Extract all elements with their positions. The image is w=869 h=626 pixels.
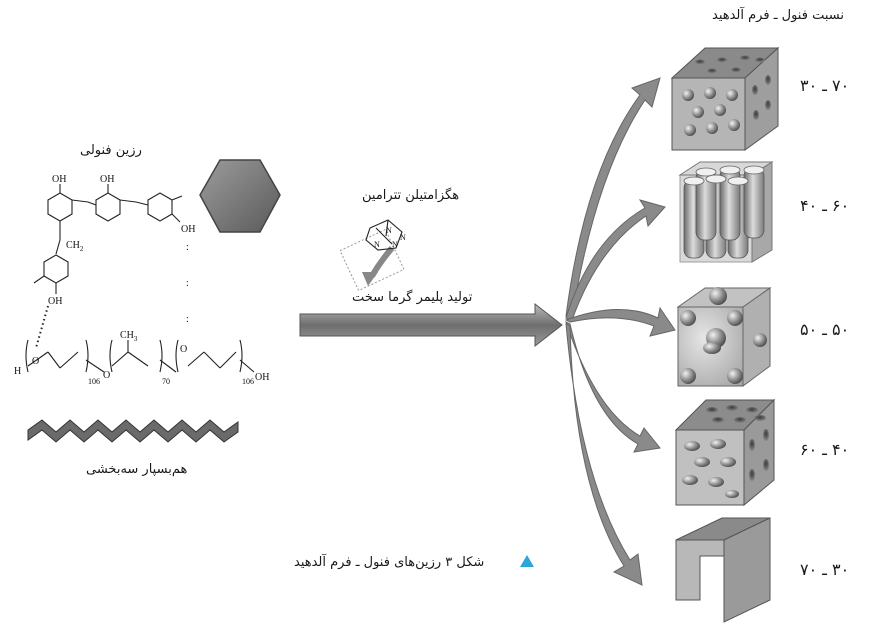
resin-ch2: CH2: [66, 240, 84, 253]
main-arrow: [299, 302, 563, 348]
resin-oh-3: OH: [181, 224, 195, 235]
resin-label: رزین فنولی: [80, 143, 142, 158]
resin-oh-1: OH: [52, 174, 66, 185]
copolymer-o-1: O: [32, 356, 39, 367]
resin-oh-2: OH: [100, 174, 114, 185]
dot-sep-3: :: [186, 314, 189, 325]
morphology-plate-5: [675, 517, 771, 623]
reagent-n-2: N: [386, 226, 392, 235]
morphology-cube-4: [674, 398, 776, 507]
process-label: تولید پلیمر گرما سخت: [352, 290, 473, 305]
dot-sep-1: :: [186, 242, 189, 253]
ratio-label-3: ۵۰ ـ ۵۰: [800, 320, 850, 339]
ratio-label-1: ۷۰ ـ ۳۰: [800, 76, 850, 95]
ratio-label-2: ۶۰ ـ ۴۰: [800, 196, 850, 215]
ratio-title: نسبت فنول ـ فرم آلدهید: [712, 8, 844, 23]
copolymer-o-2: O: [103, 370, 110, 381]
fan-arrows: [564, 77, 676, 586]
reagent-label: هگزامتیلن تترامین: [362, 188, 460, 203]
copolymer-oh: OH: [255, 372, 269, 383]
copolymer-sub-2: 70: [162, 377, 170, 386]
morphology-cube-2: [678, 161, 774, 263]
resin-oh-4: OH: [48, 296, 62, 307]
copolymer-ribbon: [27, 419, 239, 443]
copolymer-h: H: [14, 366, 21, 377]
copolymer-sub-3: 106: [242, 377, 254, 386]
copolymer-o-3: O: [180, 344, 187, 355]
figure-caption: شکل ۳ رزین‌های فنول ـ فرم آلدهید: [294, 555, 485, 570]
copolymer-sub-1: 106: [88, 377, 100, 386]
reagent-n-4: N: [400, 233, 406, 242]
reagent-box: [339, 228, 405, 292]
ratio-label-4: ۴۰ ـ ۶۰: [800, 440, 850, 459]
caption-marker: [520, 555, 534, 567]
copolymer-label: هم‌بسپار سه‌بخشی: [86, 462, 188, 477]
reagent-n-3: N: [392, 240, 398, 249]
morphology-cube-3: [676, 287, 772, 387]
copolymer-ch3: CH3: [120, 330, 138, 343]
dot-sep-2: :: [186, 278, 189, 289]
hexagon-shape: [199, 159, 281, 233]
reagent-n-1: N: [374, 240, 380, 249]
morphology-cube-1: [670, 46, 780, 151]
ratio-label-5: ۳۰ ـ ۷۰: [800, 560, 850, 579]
